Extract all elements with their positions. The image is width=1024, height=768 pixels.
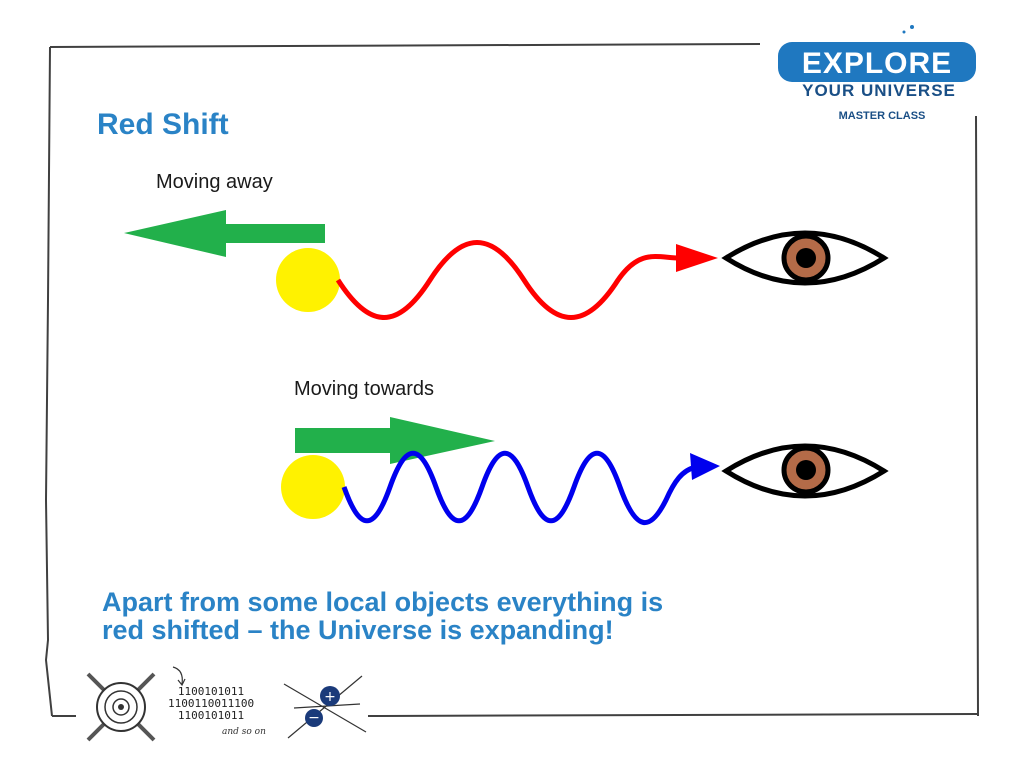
light-source-away bbox=[276, 248, 340, 312]
moving-away-label: Moving away bbox=[156, 171, 273, 193]
binary-line-3: 1100101011 bbox=[177, 709, 245, 722]
eye-icon bbox=[721, 443, 889, 499]
caption-line-2: red shifted – the Universe is expanding! bbox=[102, 615, 614, 645]
binary-note: and so on bbox=[222, 727, 266, 737]
red-arrowhead bbox=[676, 244, 718, 272]
green-arrow-left bbox=[124, 210, 325, 257]
green-arrow-right bbox=[295, 417, 495, 464]
frame-left-line bbox=[44, 46, 53, 717]
explore-logo: EXPLORE YOUR UNIVERSE MASTER CLASS bbox=[778, 25, 976, 122]
binary-line-2: 1100110011100 bbox=[168, 697, 255, 710]
svg-text:−: − bbox=[308, 710, 320, 726]
logo-explore-text: EXPLORE bbox=[802, 47, 952, 80]
frame-top-line bbox=[49, 43, 761, 48]
moving-towards-label: Moving towards bbox=[294, 378, 435, 400]
logo-universe-text: YOUR UNIVERSE bbox=[802, 81, 956, 100]
light-source-towards bbox=[281, 455, 345, 519]
computer-wheel-icon bbox=[86, 672, 156, 742]
moving-away-row bbox=[124, 210, 889, 320]
logo-master-class-text: MASTER CLASS bbox=[839, 110, 926, 122]
slide-caption: Apart from some local objects everything… bbox=[102, 588, 822, 644]
frame-bottom-line-right bbox=[367, 713, 979, 717]
curved-arrow-icon bbox=[172, 666, 186, 687]
blue-wave bbox=[341, 451, 697, 525]
binary-text: 1100101011 1100110011100 1100101011 bbox=[168, 686, 254, 722]
eye-icon bbox=[721, 230, 889, 286]
slide-title: Red Shift bbox=[97, 108, 229, 141]
blue-arrowhead bbox=[690, 453, 720, 480]
red-wave bbox=[335, 240, 681, 320]
caption-line-1: Apart from some local objects everything… bbox=[102, 587, 664, 617]
moving-towards-row bbox=[281, 417, 889, 525]
svg-text:+: + bbox=[324, 689, 336, 705]
frame-right-line bbox=[975, 115, 979, 717]
binary-line-1: 1100101011 bbox=[177, 685, 245, 698]
atom-icon: + − bbox=[283, 675, 367, 739]
